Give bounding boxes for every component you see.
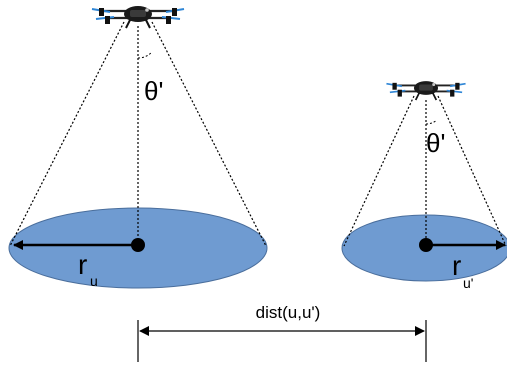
left-uav-group: θ' r u (8, 6, 268, 289)
right-cone-edge-left (343, 95, 415, 247)
right-radius-label: r (452, 250, 461, 281)
quadcopter-drone-icon (386, 81, 466, 101)
right-cone-edge-right (437, 95, 507, 247)
left-theta-label: θ' (144, 76, 163, 106)
left-radius-label: r (78, 249, 87, 280)
right-center-point (419, 238, 433, 252)
left-radius-subscript: u (90, 273, 98, 289)
right-uav-group: θ' r u' (341, 81, 507, 291)
quadcopter-drone-icon (91, 6, 185, 29)
left-center-point (131, 238, 145, 252)
right-angle-arc (425, 119, 438, 125)
distance-measure: dist(u,u') (137, 303, 427, 362)
left-cone-edge-right (151, 21, 267, 247)
right-radius-subscript: u' (463, 275, 473, 291)
right-theta-label: θ' (426, 128, 445, 158)
left-angle-arc (137, 51, 153, 59)
left-cone-edge-left (9, 21, 125, 247)
distance-label: dist(u,u') (256, 303, 321, 322)
